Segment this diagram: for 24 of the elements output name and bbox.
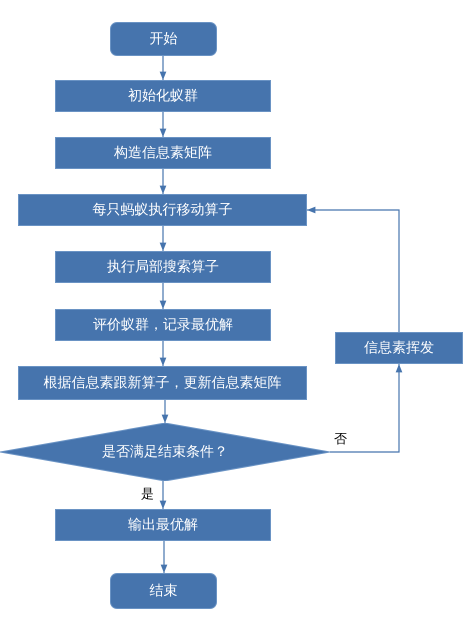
decision-diamond: 是否满足结束条件？ bbox=[0, 423, 330, 481]
arrow bbox=[162, 400, 168, 423]
arrow bbox=[160, 341, 166, 366]
process-box: 评价蚁群，记录最优解 bbox=[55, 309, 271, 341]
process-box: 执行局部搜索算子 bbox=[55, 251, 271, 283]
edge-label: 否 bbox=[332, 430, 349, 448]
arrow bbox=[160, 56, 166, 80]
process-box: 信息素挥发 bbox=[335, 332, 463, 364]
process-box: 输出最优解 bbox=[55, 509, 271, 541]
arrow bbox=[160, 112, 166, 137]
arrow bbox=[160, 283, 166, 309]
process-box: 构造信息素矩阵 bbox=[55, 137, 271, 169]
process-box: 根据信息素跟新算子，更新信息素矩阵 bbox=[18, 366, 307, 400]
arrow bbox=[307, 206, 400, 332]
arrow bbox=[330, 364, 402, 453]
start-terminal: 开始 bbox=[110, 22, 217, 56]
end-terminal: 结束 bbox=[110, 573, 217, 609]
process-box: 初始化蚁群 bbox=[55, 80, 271, 112]
arrow bbox=[160, 481, 166, 509]
arrow bbox=[160, 541, 168, 573]
edge-label: 是 bbox=[139, 485, 156, 503]
arrow bbox=[160, 169, 166, 194]
arrow bbox=[160, 226, 166, 251]
process-box: 每只蚂蚁执行移动算子 bbox=[18, 194, 307, 226]
